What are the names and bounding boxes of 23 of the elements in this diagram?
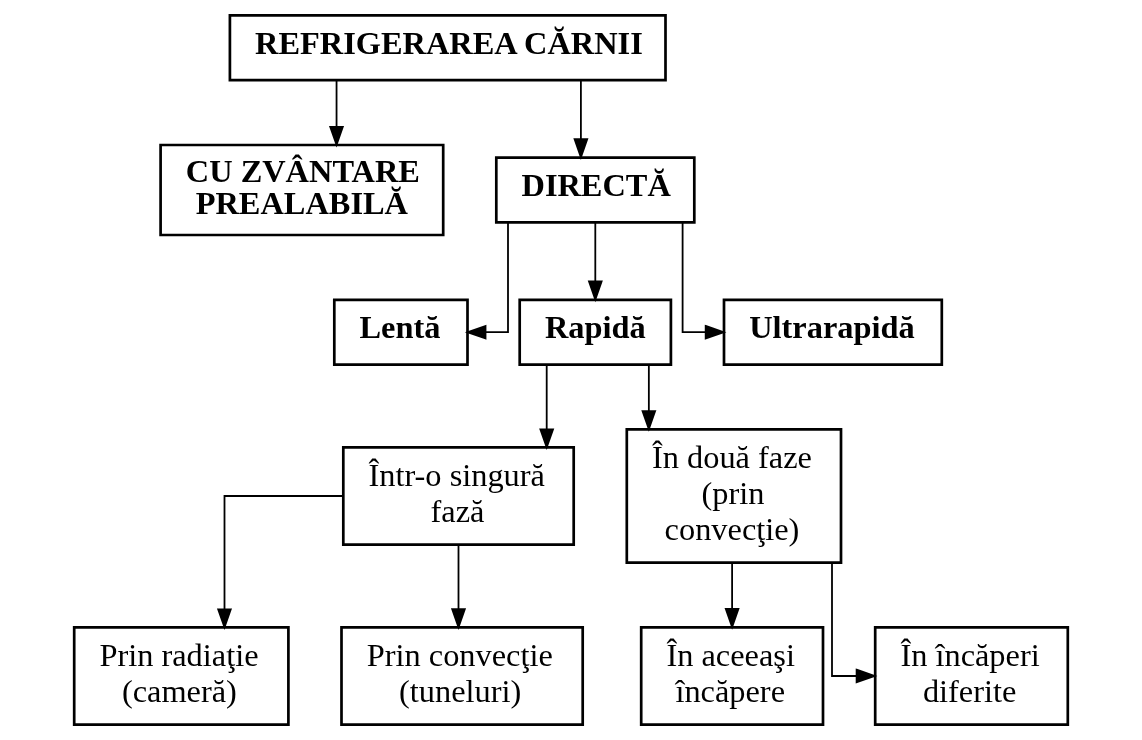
arrow [587, 222, 603, 303]
arrow [831, 562, 878, 684]
arrow [573, 79, 589, 160]
node-box: Lentă [332, 298, 469, 366]
arrow [724, 562, 740, 630]
arrow [641, 364, 657, 432]
arrow [681, 222, 727, 340]
arrow [539, 364, 555, 451]
node-box: În două faze (prin convecţie) [625, 428, 843, 564]
arrow [216, 495, 344, 630]
node-box: Rapidă [518, 298, 673, 366]
node-box: DIRECTĂ [494, 156, 696, 224]
node-box: În încăperi diferite [873, 626, 1070, 726]
node-box: Ultrarapidă [722, 298, 944, 366]
node-box: REFRIGERAREA CĂRNII [228, 14, 667, 82]
node-box: În aceeaşi încăpere [639, 626, 825, 726]
node-box: CU ZVÂNTARE PREALABILĂ [159, 143, 445, 237]
node-box: Prin convecţie (tuneluri) [340, 626, 585, 726]
node-box: Prin radiaţie (cameră) [72, 626, 290, 726]
arrow [464, 222, 509, 340]
arrow [450, 543, 467, 630]
node-box: Într-o singură fază [341, 446, 576, 546]
arrow [329, 79, 345, 148]
